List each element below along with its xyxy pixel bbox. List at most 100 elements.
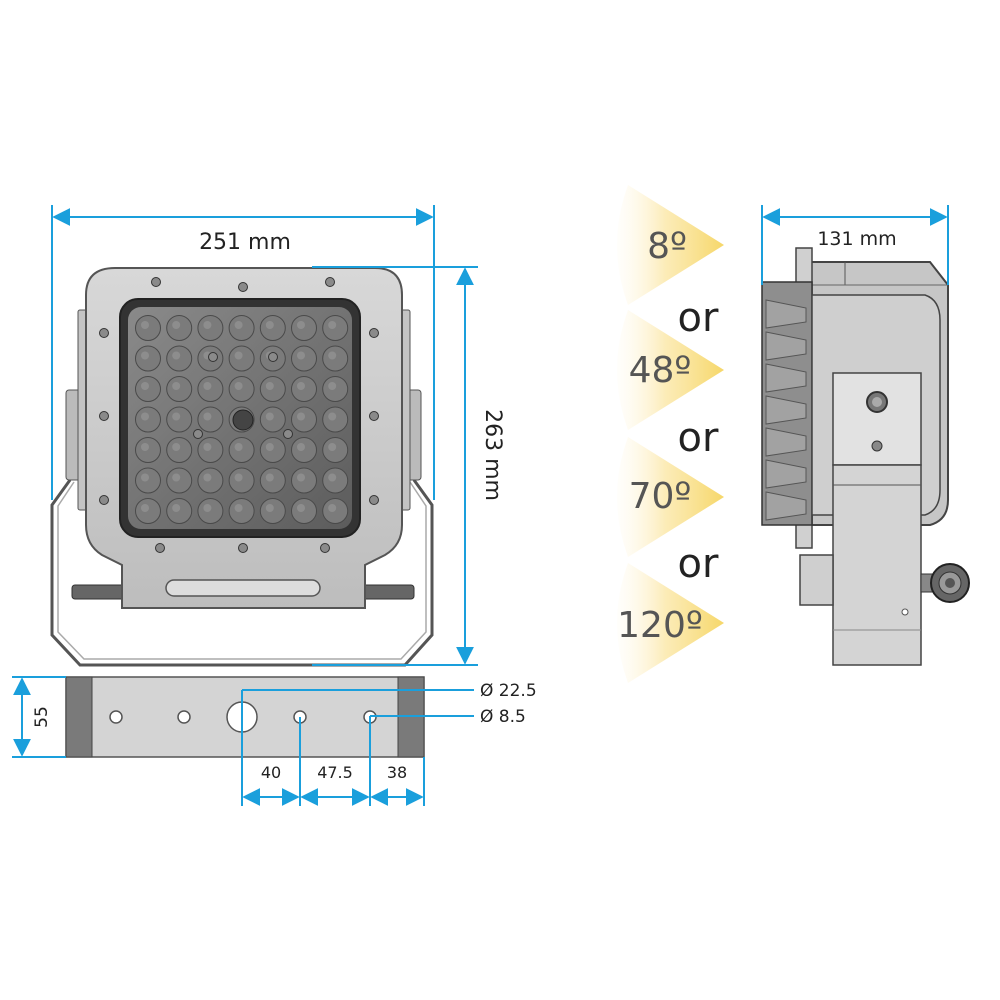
led-lens [135, 406, 161, 433]
front-view [50, 267, 434, 667]
front-yoke [50, 479, 434, 667]
led-lens [322, 376, 349, 402]
led-lens [166, 315, 193, 341]
led-lens [166, 437, 193, 463]
beam-angle-label: 48º [629, 350, 692, 391]
side-screw [871, 440, 883, 452]
led-lens [166, 498, 193, 524]
screw [283, 429, 293, 439]
led-lens [228, 467, 255, 494]
led-lens [197, 498, 224, 524]
beam-angle-options: 8º 48º 70º 120º or or or [617, 185, 724, 683]
led-lens [135, 467, 161, 494]
beam-angle-label: 8º [647, 226, 687, 267]
led-lens [259, 376, 286, 402]
bracket-left-end [65, 676, 93, 758]
led-lens [135, 498, 161, 524]
screw [369, 495, 379, 505]
side-dimensions: 131 mm [761, 205, 949, 285]
led-lens [197, 437, 224, 463]
side-view [761, 247, 970, 666]
side-lens-ribs [765, 299, 807, 521]
front-dimensions: 251 mm 263 mm [51, 205, 505, 666]
led-lens [135, 437, 161, 463]
or-separator: or [678, 415, 719, 461]
led-lens [197, 376, 224, 402]
led-lens [322, 437, 349, 463]
led-lens [135, 376, 161, 402]
screw [208, 352, 218, 362]
beam-angle-label: 120º [617, 605, 703, 646]
led-lens [166, 467, 193, 494]
bracket-height-label: 55 [32, 706, 52, 728]
led-lens [259, 315, 286, 341]
large-hole-diameter-label: Ø 22.5 [480, 681, 537, 701]
spacing-label: 40 [261, 763, 281, 782]
led-lens [259, 437, 286, 463]
led-array [135, 315, 349, 524]
screw [268, 352, 278, 362]
bracket-dimensions: 55 Ø 22.5 Ø 8.5 40 47.5 38 [12, 676, 537, 806]
led-lens [197, 467, 224, 494]
led-lens [166, 345, 193, 372]
height-dimension-label: 263 mm [480, 409, 505, 501]
bracket-hole-small [177, 710, 191, 724]
beam-cone [617, 563, 724, 683]
screw [320, 543, 330, 553]
led-lens [259, 406, 286, 433]
led-lens [291, 437, 317, 463]
beam-cone [617, 310, 724, 430]
led-lens [291, 467, 317, 494]
screw [369, 411, 379, 421]
beam-cone [617, 185, 724, 305]
screw [369, 328, 379, 338]
screw [99, 495, 109, 505]
side-handle-knob [920, 563, 970, 603]
spacing-label: 38 [387, 763, 407, 782]
led-lens [322, 406, 349, 433]
front-screws [99, 277, 379, 553]
led-lens [135, 345, 161, 372]
beam-cone [617, 437, 724, 557]
led-lens [322, 498, 349, 524]
led-lens [259, 467, 286, 494]
screw [238, 543, 248, 553]
led-lens [291, 406, 317, 433]
led-lens [291, 315, 317, 341]
width-dimension-label: 251 mm [199, 230, 291, 255]
beam-angle-label: 70º [629, 476, 692, 517]
small-hole-diameter-label: Ø 8.5 [480, 707, 526, 727]
screw [155, 543, 165, 553]
led-lens [197, 315, 224, 341]
screw [151, 277, 161, 287]
depth-dimension-label: 131 mm [817, 228, 896, 250]
led-lens [322, 467, 349, 494]
led-lens [259, 498, 286, 524]
led-lens [228, 315, 255, 341]
or-separator: or [678, 541, 719, 587]
led-lens [135, 315, 161, 341]
screw [325, 277, 335, 287]
led-lens [228, 498, 255, 524]
bracket-hole-small [109, 710, 123, 724]
led-lens [197, 406, 224, 433]
led-lens [228, 345, 255, 372]
led-lens [166, 376, 193, 402]
spacing-label: 47.5 [317, 763, 353, 782]
led-lens [228, 376, 255, 402]
led-lens [228, 437, 255, 463]
side-bracket-arm [832, 464, 922, 666]
led-lens [322, 315, 349, 341]
center-sensor [232, 409, 254, 431]
screw [238, 282, 248, 292]
led-lens [291, 498, 317, 524]
screw [99, 411, 109, 421]
or-separator: or [678, 295, 719, 341]
front-slot [165, 579, 321, 597]
led-lens [291, 345, 317, 372]
led-lens [166, 406, 193, 433]
led-lens [291, 376, 317, 402]
led-lens [322, 345, 349, 372]
screw [99, 328, 109, 338]
